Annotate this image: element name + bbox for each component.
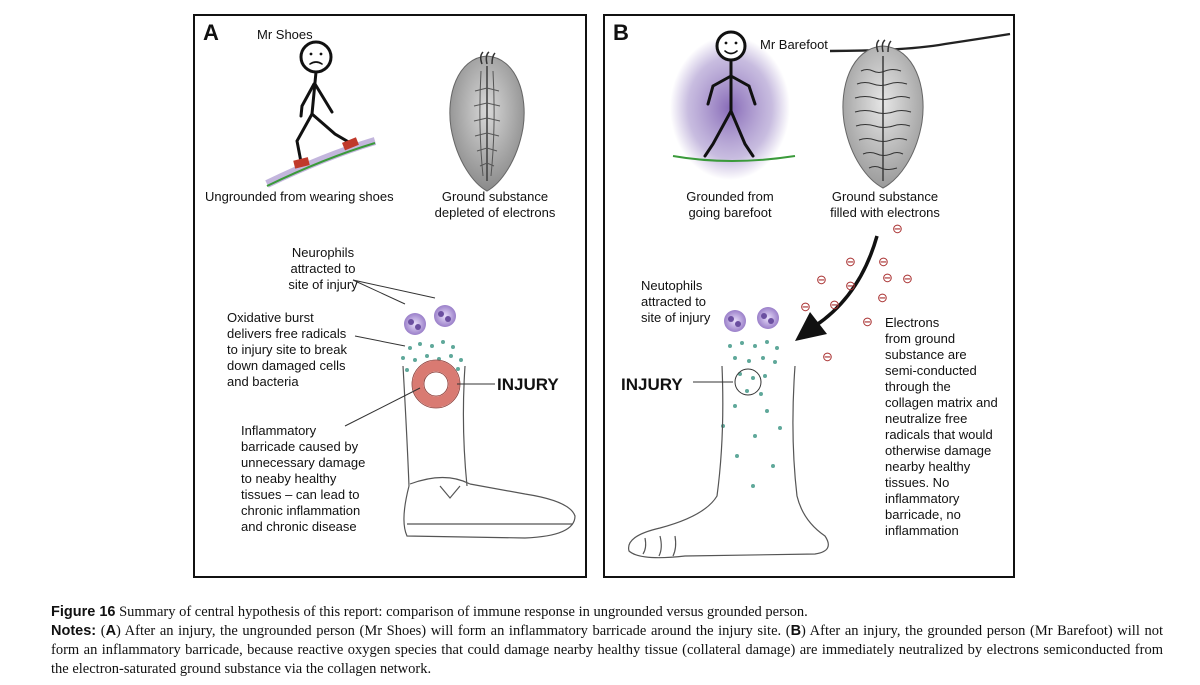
injury-label-a: INJURY xyxy=(497,375,559,394)
electron-icon: ⊖ xyxy=(862,314,873,329)
figure-notes: Notes: (A) After an injury, the unground… xyxy=(51,623,1163,677)
panel-a-illustration xyxy=(265,40,576,539)
electrons-explanation: Electrons from ground substance are semi… xyxy=(885,315,998,538)
panel-b-label: B xyxy=(613,20,629,45)
leg-with-shoe xyxy=(402,365,576,539)
bare-leg-foot xyxy=(628,365,829,559)
oxidative-pointer-a xyxy=(354,335,406,347)
substance-caption-b: Ground substance filled with electrons xyxy=(830,189,940,220)
mr-barefoot-label: Mr Barefoot xyxy=(760,37,828,52)
neutrophils-label-b: Neutophils attracted to site of injury xyxy=(641,278,711,325)
barricade-pointer-a xyxy=(344,387,421,427)
injury-circle-b xyxy=(734,368,762,396)
ground-line-b xyxy=(672,155,796,162)
ungrounded-caption: Ungrounded from wearing shoes xyxy=(205,189,394,204)
figure-caption: Figure 16 Summary of central hypothesis … xyxy=(51,603,1163,679)
mr-shoes-label: Mr Shoes xyxy=(257,27,313,42)
stick-figure-mr-shoes xyxy=(295,40,354,164)
free-radical-dots-b xyxy=(721,340,782,488)
grounded-caption: Grounded from going barefoot xyxy=(686,189,774,220)
neutrophil-cells-b xyxy=(724,307,779,332)
barricade-label: Inflammatory barricade caused by unneces… xyxy=(241,423,366,534)
electron-icon: ⊖ xyxy=(816,272,827,287)
electron-icon: ⊖ xyxy=(845,278,856,293)
panel-b-illustration xyxy=(628,30,1011,559)
electron-icon: ⊖ xyxy=(882,270,893,285)
ground-substance-pod-b xyxy=(842,39,924,189)
electron-icon: ⊖ xyxy=(877,290,888,305)
ground-line-a xyxy=(265,137,377,188)
notes-label: Notes: xyxy=(51,623,97,639)
inflammation-ring xyxy=(411,359,461,409)
oxidative-burst-label: Oxidative burst delivers free radicals t… xyxy=(227,310,347,389)
electron-icon: ⊖ xyxy=(800,299,811,314)
substance-caption-a: Ground substance depleted of electrons xyxy=(434,189,556,220)
electron-icon: ⊖ xyxy=(845,254,856,269)
electron-flow-arrow xyxy=(795,235,879,341)
shoes-icon xyxy=(293,137,359,169)
electron-icon: ⊖ xyxy=(829,297,840,312)
injury-label-b: INJURY xyxy=(621,375,683,394)
figure-title-line: Figure 16 Summary of central hypothesis … xyxy=(51,604,808,620)
ground-substance-pod-a xyxy=(449,51,525,192)
neutrophil-pointer-a xyxy=(352,279,436,305)
electron-icon: ⊖ xyxy=(902,271,913,286)
figure-label: Figure 16 xyxy=(51,604,116,620)
stick-figure-mr-barefoot xyxy=(703,30,757,158)
neutrophils-label-a: Neurophils attracted to site of injury xyxy=(288,245,358,292)
panel-b: B Mr Barefoot Grounded from going barefo… xyxy=(603,14,1015,578)
neutrophil-cells-a xyxy=(404,305,456,335)
panel-a: A Mr Shoes Ungrounded from wearing shoes… xyxy=(193,14,587,578)
electron-icon: ⊖ xyxy=(822,349,833,364)
electron-icon: ⊖ xyxy=(892,221,903,236)
electron-icon: ⊖ xyxy=(878,254,889,269)
panel-a-label: A xyxy=(203,20,219,45)
wire-line xyxy=(829,32,1011,53)
